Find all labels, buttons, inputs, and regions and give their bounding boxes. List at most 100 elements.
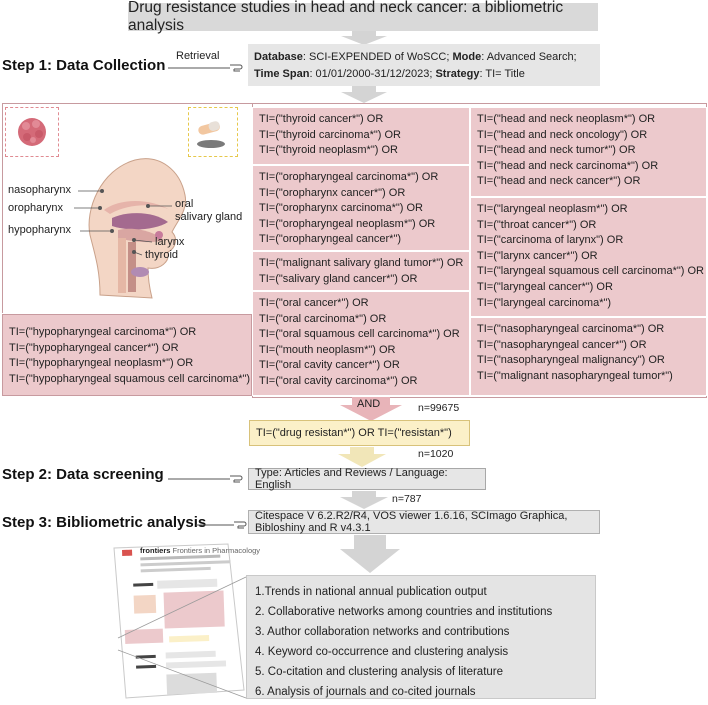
nasopharyngeal-query-box: TI=("nasopharyngeal carcinoma*") OR TI=(… [470, 317, 707, 396]
tools-text: Citespace V 6.2.R2/R4, VOS viewer 1.6.16… [255, 510, 568, 534]
query-line: TI=("head and neck tumor*") OR [477, 144, 636, 157]
query-line: TI=("head and neck cancer*") OR [477, 175, 641, 188]
mode-val: : Advanced Search; [481, 51, 577, 63]
outcome-item: 5. Co-citation and clustering analysis o… [255, 666, 504, 678]
query-line: TI=("oropharyngeal carcinoma*") OR [259, 171, 439, 183]
resistance-query: TI=("drug resistan*") OR TI=("resistan*"… [256, 427, 452, 439]
larynx-label: larynx [155, 236, 185, 248]
query-line: TI=("head and neck carcinoma*") OR [477, 159, 659, 172]
arrow-down-5 [340, 535, 400, 573]
database-box: Database: SCI-EXPENDED of WoSCC; Mode: A… [248, 44, 600, 86]
pointing-hand-icon [168, 475, 243, 483]
salivary-label: salivary gland [175, 211, 243, 223]
arrow-down-3 [338, 447, 386, 467]
step3-label: Step 3: Bibliometric analysis [2, 514, 207, 531]
query-line: TI=("head and neck oncology") OR [477, 128, 648, 141]
head-neck-query-box: TI=("head and neck neoplasm*") OR TI=("h… [470, 107, 707, 197]
query-line: TI=("hypopharyngeal cancer*") OR [9, 341, 179, 354]
query-line: TI=("laryngeal carcinoma*") [477, 296, 612, 309]
and-arrow [340, 397, 402, 421]
resistance-query-box: TI=("drug resistan*") OR TI=("resistan*"… [249, 420, 470, 446]
query-line: TI=("thyroid carcinoma*") OR [259, 128, 401, 141]
query-line: TI=("oral squamous cell carcinoma*") OR [259, 328, 460, 341]
laryngeal-query-box: TI=("laryngeal neoplasm*") OR TI=("throa… [470, 197, 707, 317]
outcome-item: 3. Author collaboration networks and con… [255, 626, 510, 638]
pointing-hand-icon [196, 521, 247, 529]
step2-label: Step 2: Data screening [2, 466, 164, 483]
screening-box: Type: Articles and Reviews / Language: E… [248, 467, 486, 491]
retrieval-label: Retrieval [176, 50, 220, 62]
screening-text: Type: Articles and Reviews / Language: E… [255, 467, 448, 491]
query-line: TI=("malignant salivary gland tumor*") O… [259, 257, 464, 269]
query-line: TI=("laryngeal squamous cell carcinoma*"… [477, 265, 704, 278]
outcome-item: 2. Collaborative networks among countrie… [255, 606, 553, 618]
journal-name: Frontiers in Pharmacology [172, 546, 261, 555]
db-key: Database [254, 51, 303, 63]
anatomy-leader-lines [74, 189, 172, 256]
oropharyngeal-query-box: TI=("oropharyngeal carcinoma*") OR TI=("… [252, 165, 470, 251]
and-label: AND [357, 398, 381, 410]
head-anatomy-icon [88, 158, 187, 299]
retrieval-pointer: Retrieval [168, 50, 248, 72]
query-line: TI=("laryngeal cancer*") OR [477, 280, 613, 293]
nasopharynx-label: nasopharynx [8, 184, 71, 196]
query-line: TI=("larynx cancer*") OR [477, 249, 598, 262]
arrow-down-2 [341, 86, 387, 103]
span-key: Time Span [254, 68, 310, 80]
outcome-item: 6. Analysis of journals and co-cited jou… [255, 686, 476, 698]
journal-header: frontiers Frontiers in Pharmacology [140, 546, 260, 555]
diagram-title: Drug resistance studies in head and neck… [128, 0, 598, 34]
query-line: TI=("thyroid cancer*") OR [259, 113, 384, 125]
journal-brand: frontiers [140, 546, 171, 555]
strategy-val: : TI= Title [479, 68, 525, 80]
count-n1: n=99675 [418, 402, 460, 414]
query-line: TI=("malignant nasopharyngeal tumor*") [477, 369, 673, 382]
query-line: TI=("oropharyngeal cancer*") [259, 233, 402, 246]
db-val: : SCI-EXPENDED of WoSCC; [302, 51, 453, 63]
query-line: TI=("oropharyngeal neoplasm*") OR [259, 217, 436, 230]
oral-query-box: TI=("oral cancer*") OR TI=("oral carcino… [252, 291, 470, 396]
query-line: TI=("oral cancer*") OR [259, 297, 369, 309]
thyroid-query-box: TI=("thyroid cancer*") OR TI=("thyroid c… [252, 107, 470, 165]
query-line: TI=("laryngeal neoplasm*") OR [477, 203, 628, 215]
query-line: TI=("oral carcinoma*") OR [259, 312, 387, 325]
strategy-key: Strategy [435, 68, 480, 80]
query-line: TI=("nasopharyngeal cancer*") OR [477, 338, 647, 351]
query-line: TI=("nasopharyngeal carcinoma*") OR [477, 323, 665, 335]
step1-label: Step 1: Data Collection [2, 57, 166, 74]
query-line: TI=("head and neck neoplasm*") OR [477, 113, 656, 125]
query-line: TI=("mouth neoplasm*") OR [259, 343, 396, 356]
query-line: TI=("oropharynx cancer*") OR [259, 186, 406, 199]
count-n2: n=1020 [418, 448, 454, 460]
mode-key: Mode [452, 51, 482, 63]
query-line: TI=("hypopharyngeal neoplasm*") OR [9, 357, 194, 370]
query-line: TI=("salivary gland cancer*") OR [259, 272, 418, 285]
oral-label: oral [175, 198, 194, 210]
span-val: : 01/01/2000-31/12/2023; [309, 68, 436, 80]
pointing-hand-icon [168, 64, 243, 72]
salivary-query-box: TI=("malignant salivary gland tumor*") O… [252, 251, 470, 291]
query-line: TI=("carcinoma of larynx") OR [477, 234, 624, 247]
query-line: TI=("throat cancer*") OR [477, 218, 597, 231]
query-line: TI=("hypopharyngeal squamous cell carcin… [9, 372, 251, 385]
outcomes-list: 1.Trends in national annual publication … [246, 575, 596, 699]
query-line: TI=("thyroid neoplasm*") OR [259, 144, 398, 157]
query-line: TI=("oropharynx carcinoma*") OR [259, 202, 424, 215]
paper-thumbnail [108, 540, 248, 700]
hypopharynx-label: hypopharynx [8, 224, 71, 236]
query-line: TI=("nasopharyngeal malignancy") OR [477, 354, 665, 367]
oropharynx-label: oropharynx [8, 202, 64, 214]
query-line: TI=("oral cavity cancer*") OR [259, 359, 400, 372]
tools-box: Citespace V 6.2.R2/R4, VOS viewer 1.6.16… [248, 510, 600, 534]
count-n3: n=787 [392, 493, 422, 505]
outcome-item: 1.Trends in national annual publication … [255, 586, 487, 598]
tumor-icon [5, 107, 59, 157]
arrow-down-1 [341, 31, 387, 45]
pill-icon [188, 107, 238, 157]
illustration-frame [2, 103, 254, 313]
arrow-down-4 [340, 491, 388, 509]
thyroid-label: thyroid [145, 249, 179, 261]
query-line: TI=("hypopharyngeal carcinoma*") OR [9, 326, 197, 338]
outcome-item: 4. Keyword co-occurrence and clustering … [255, 646, 509, 658]
hypopharyngeal-query-box: TI=("hypopharyngeal carcinoma*") OR TI=(… [2, 314, 252, 396]
